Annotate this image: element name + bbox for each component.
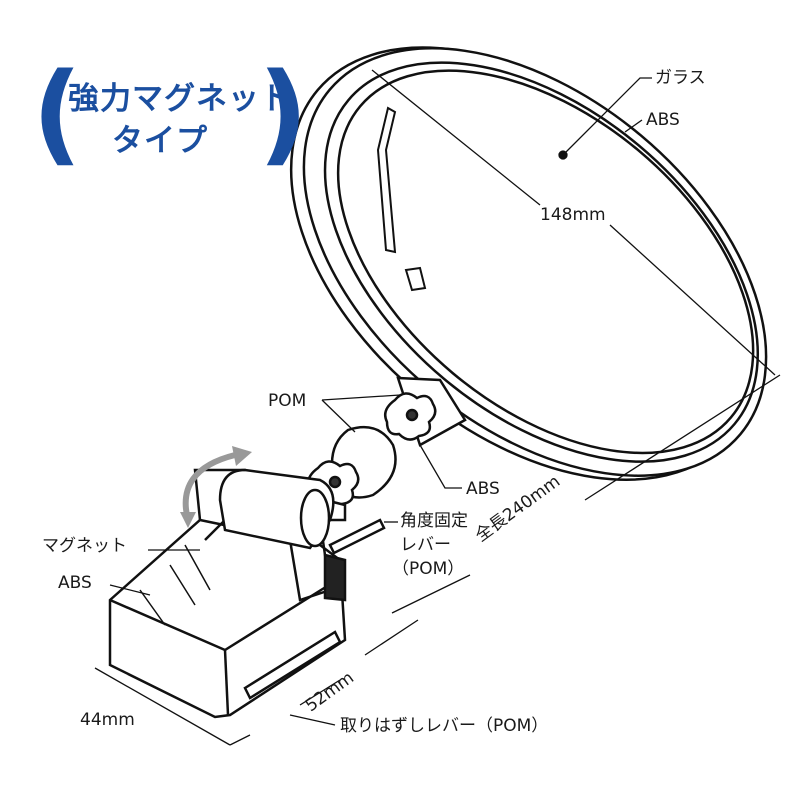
label-release-lever: 取りはずしレバー（POM） [340,716,549,736]
release-lever [243,630,342,700]
glare-mark [404,266,427,292]
label-abs-base: ABS [58,573,92,593]
title-open-paren: ( [32,49,83,177]
label-glass: ガラス [655,68,706,88]
label-pom-joints: POM [268,391,307,411]
glare-mark [376,106,397,254]
label-lens-diameter: 148mm [540,205,606,225]
label-angle-lever-1: 角度固定 [400,511,468,531]
title-close-paren: ) [258,49,309,177]
label-angle-lever-3: （POM） [392,559,465,579]
title-line-1: 強力マグネット [68,81,292,117]
label-abs-rim: ABS [646,110,680,130]
label-angle-lever-2: レバー [400,535,451,555]
title-line-2: タイプ [112,123,208,159]
rotation-arrow [182,452,236,521]
label-abs-joint: ABS [466,479,500,499]
label-base-width: 44mm [80,710,135,730]
leader-lines [94,69,781,746]
label-magnet: マグネット [42,536,127,556]
lens-rim [289,46,768,481]
angle-lever [328,518,386,555]
